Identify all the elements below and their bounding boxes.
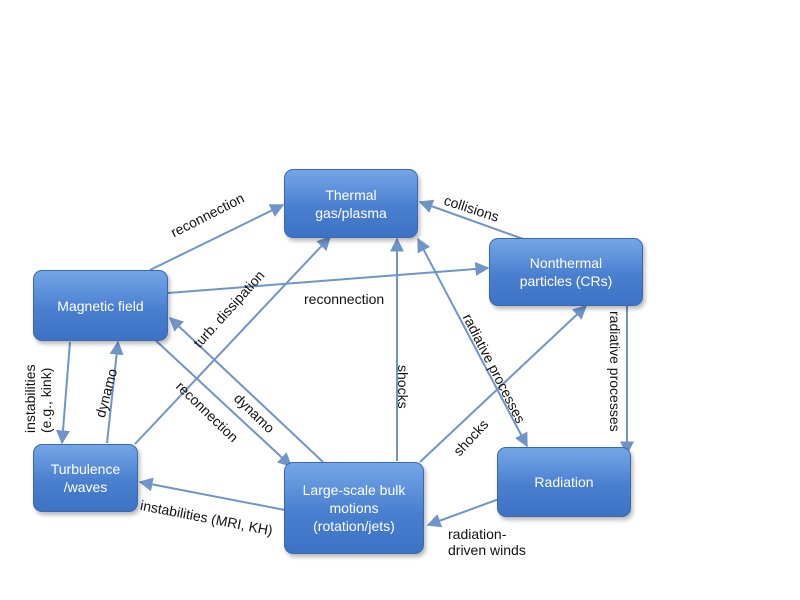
- arrow-radiation-thermal: [417, 237, 528, 448]
- label-instabilities-kink: instabilities (e.g., kink): [22, 364, 54, 433]
- node-magnetic-label: Magnetic field: [57, 297, 144, 314]
- node-nonthermal-particles: Nonthermal particles (CRs): [489, 238, 643, 306]
- label-radiation-driven-winds: radiation- driven winds: [448, 526, 526, 558]
- arrow-radiation-to-largescale: [426, 494, 511, 528]
- arrow-turbulence-to-thermal: [134, 235, 331, 445]
- label-reconnection-mid: reconnection: [304, 291, 385, 307]
- node-largescale-label: Large-scale bulk motions (rotation/jets): [302, 482, 406, 534]
- node-radiation-label: Radiation: [534, 474, 594, 490]
- arrow-largescale-to-turbulence: [138, 477, 286, 511]
- arrow-turbulence-to-magnetic: [106, 340, 124, 444]
- node-nonthermal-label: Nonthermal particles (CRs): [519, 255, 613, 289]
- arrow-nonthermal-to-thermal: [418, 199, 527, 241]
- arrow-magnetic-to-turbulence: [56, 341, 71, 445]
- arrow-magnetic-to-largescale: [151, 336, 293, 467]
- label-radiative-processes-right: radiative processes: [607, 311, 623, 432]
- node-thermal-label: Thermal gas/plasma: [315, 186, 387, 221]
- node-large-scale-bulk-motions: Large-scale bulk motions (rotation/jets): [284, 462, 424, 554]
- arrow-largescale-to-magnetic: [168, 317, 324, 463]
- arrow-magnetic-to-thermal: [149, 204, 285, 271]
- node-radiation: Radiation: [497, 447, 631, 517]
- arrow-largescale-to-nonthermal: [419, 305, 588, 463]
- node-thermal-gas-plasma: Thermal gas/plasma: [284, 169, 418, 238]
- node-turbulence-label: Turbulence /waves: [50, 461, 121, 495]
- node-magnetic-field: Magnetic field: [33, 270, 168, 341]
- label-shocks-vertical: shocks: [395, 365, 411, 409]
- node-turbulence-waves: Turbulence /waves: [33, 444, 138, 512]
